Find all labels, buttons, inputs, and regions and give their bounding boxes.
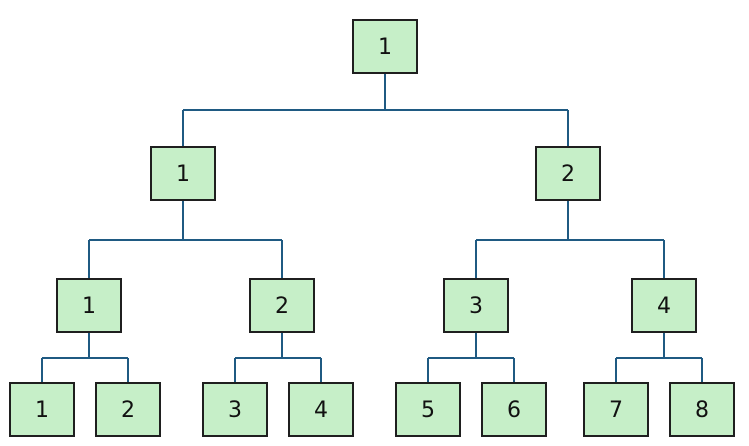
node-l3-3-label: 3 [228,398,242,423]
connector-node-l2-1 [41,332,129,383]
node-l2-1-box [56,278,122,333]
node-l3-1: 1 [9,382,75,437]
connector-node-l2-3 [427,332,515,383]
node-l3-2-label: 2 [121,398,135,423]
node-l1-1: 1 [150,146,216,201]
node-l2-3: 3 [443,278,509,333]
node-l1-1-box [150,146,216,201]
node-l3-6: 6 [481,382,547,437]
node-l2-2: 2 [249,278,315,333]
node-l3-4-box [288,382,354,437]
node-l2-4: 4 [631,278,697,333]
node-l2-4-label: 4 [657,294,671,319]
node-l3-8-label: 8 [695,398,709,423]
node-l3-6-label: 6 [507,398,521,423]
connector-node-root [182,73,569,147]
node-root: 1 [352,19,418,74]
node-l3-6-box [481,382,547,437]
node-l3-1-box [9,382,75,437]
node-l3-7: 7 [583,382,649,437]
node-root-box [352,19,418,74]
node-l3-5-box [395,382,461,437]
node-l3-5-label: 5 [421,398,435,423]
node-l3-3: 3 [202,382,268,437]
node-root-label: 1 [378,35,392,60]
node-l1-2: 2 [535,146,601,201]
node-l1-2-box [535,146,601,201]
node-l2-2-label: 2 [275,294,289,319]
node-l3-1-label: 1 [35,398,49,423]
node-l3-4: 4 [288,382,354,437]
node-l2-1-label: 1 [82,294,96,319]
node-l1-2-label: 2 [561,162,575,187]
node-l3-8: 8 [669,382,735,437]
node-l3-5: 5 [395,382,461,437]
node-l3-2-box [95,382,161,437]
node-l2-1: 1 [56,278,122,333]
node-l3-4-label: 4 [314,398,328,423]
node-l2-4-box [631,278,697,333]
node-l3-7-box [583,382,649,437]
node-l3-3-box [202,382,268,437]
connector-node-l1-1 [88,200,283,279]
connectors [41,73,703,383]
node-l2-3-label: 3 [469,294,483,319]
node-l2-2-box [249,278,315,333]
connector-node-l2-4 [615,332,703,383]
node-l3-8-box [669,382,735,437]
node-l1-1-label: 1 [176,162,190,187]
node-l3-7-label: 7 [609,398,623,423]
connector-node-l2-2 [234,332,322,383]
connector-node-l1-2 [475,200,665,279]
node-l2-3-box [443,278,509,333]
node-l3-2: 2 [95,382,161,437]
